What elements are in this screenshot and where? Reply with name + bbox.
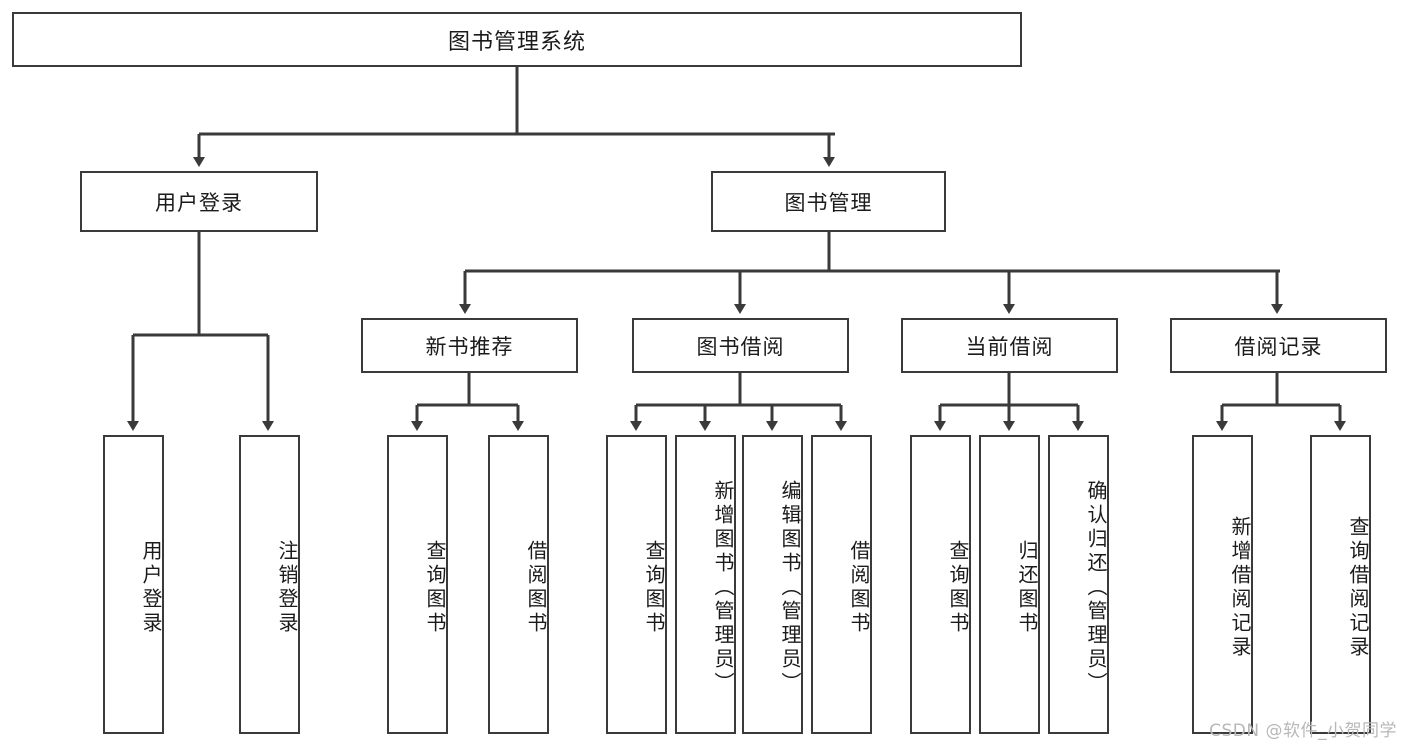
node-borrow-record-label: 借阅记录	[1234, 334, 1323, 359]
node-book-management[interactable]: 图书管理	[711, 171, 946, 232]
leaf-borrow-query-book-label: 查询图书	[642, 539, 666, 636]
leaf-newbook-borrow-book[interactable]: 借阅图书	[488, 435, 549, 734]
node-root[interactable]: 图书管理系统	[12, 12, 1022, 67]
node-book-management-label: 图书管理	[784, 190, 873, 215]
leaf-current-return-book[interactable]: 归还图书	[979, 435, 1040, 734]
node-current-borrow[interactable]: 当前借阅	[901, 318, 1118, 373]
leaf-current-return-book-label: 归还图书	[1015, 539, 1039, 636]
leaf-current-query-book-label: 查询图书	[946, 539, 970, 636]
leaf-borrow-edit-book[interactable]: 编辑图书（管理员）	[742, 435, 803, 734]
leaf-record-add[interactable]: 新增借阅记录	[1192, 435, 1253, 734]
node-new-book-recommend[interactable]: 新书推荐	[361, 318, 578, 373]
node-new-book-recommend-label: 新书推荐	[425, 334, 514, 359]
leaf-user-logout-label: 注销登录	[275, 539, 299, 636]
leaf-current-confirm-return[interactable]: 确认归还（管理员）	[1048, 435, 1109, 734]
node-user-login-label: 用户登录	[155, 190, 243, 215]
node-borrow-record[interactable]: 借阅记录	[1170, 318, 1387, 373]
node-root-label: 图书管理系统	[447, 29, 586, 55]
leaf-current-query-book[interactable]: 查询图书	[910, 435, 971, 734]
leaf-borrow-add-book[interactable]: 新增图书（管理员）	[675, 435, 736, 734]
watermark: CSDN @软件_小贺同学	[1209, 721, 1397, 741]
leaf-user-login-label: 用户登录	[139, 539, 163, 636]
leaf-borrow-query-book[interactable]: 查询图书	[606, 435, 667, 734]
leaf-record-query[interactable]: 查询借阅记录	[1310, 435, 1371, 734]
leaf-record-query-label: 查询借阅记录	[1346, 515, 1370, 660]
node-book-borrow[interactable]: 图书借阅	[632, 318, 849, 373]
leaf-newbook-borrow-book-label: 借阅图书	[524, 539, 548, 636]
leaf-newbook-query-book-label: 查询图书	[423, 539, 447, 636]
leaf-borrow-add-book-label: 新增图书（管理员）	[711, 479, 735, 696]
leaf-record-add-label: 新增借阅记录	[1228, 515, 1252, 660]
node-book-borrow-label: 图书借阅	[696, 334, 785, 359]
leaf-borrow-borrow-book[interactable]: 借阅图书	[811, 435, 872, 734]
leaf-newbook-query-book[interactable]: 查询图书	[387, 435, 448, 734]
leaf-borrow-borrow-book-label: 借阅图书	[847, 539, 871, 636]
leaf-user-logout[interactable]: 注销登录	[239, 435, 300, 734]
leaf-current-confirm-return-label: 确认归还（管理员）	[1084, 479, 1108, 696]
leaf-borrow-edit-book-label: 编辑图书（管理员）	[778, 479, 802, 696]
node-current-borrow-label: 当前借阅	[965, 334, 1054, 359]
leaf-user-login[interactable]: 用户登录	[103, 435, 164, 734]
node-user-login[interactable]: 用户登录	[80, 171, 318, 232]
